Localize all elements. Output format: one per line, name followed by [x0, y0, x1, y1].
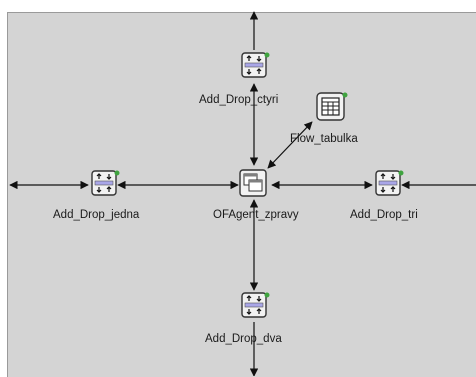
- table-icon: [316, 92, 348, 121]
- node-add-drop-dva[interactable]: [241, 292, 270, 318]
- windows-stack-icon: [239, 169, 267, 197]
- node-ofagent-zpravy[interactable]: [239, 169, 267, 197]
- add-drop-module-icon: [241, 52, 270, 78]
- node-label-dva: Add_Drop_dva: [205, 333, 282, 345]
- add-drop-module-icon: [241, 292, 270, 318]
- add-drop-module-icon: [375, 170, 404, 196]
- node-add-drop-tri[interactable]: [375, 170, 404, 196]
- node-label-jedna: Add_Drop_jedna: [53, 209, 140, 221]
- node-label-agent: OFAgent_zpravy: [213, 209, 299, 221]
- node-label-ctyri: Add_Drop_ctyri: [199, 94, 279, 106]
- add-drop-module-icon: [91, 170, 120, 196]
- node-label-tabulka: Flow_tabulka: [290, 133, 358, 145]
- link-agent-tabulka[interactable]: [267, 121, 313, 169]
- node-flow-tabulka[interactable]: [316, 92, 348, 122]
- node-add-drop-ctyri[interactable]: [241, 52, 270, 78]
- node-label-tri: Add_Drop_tri: [350, 209, 418, 221]
- node-add-drop-jedna[interactable]: [91, 170, 120, 196]
